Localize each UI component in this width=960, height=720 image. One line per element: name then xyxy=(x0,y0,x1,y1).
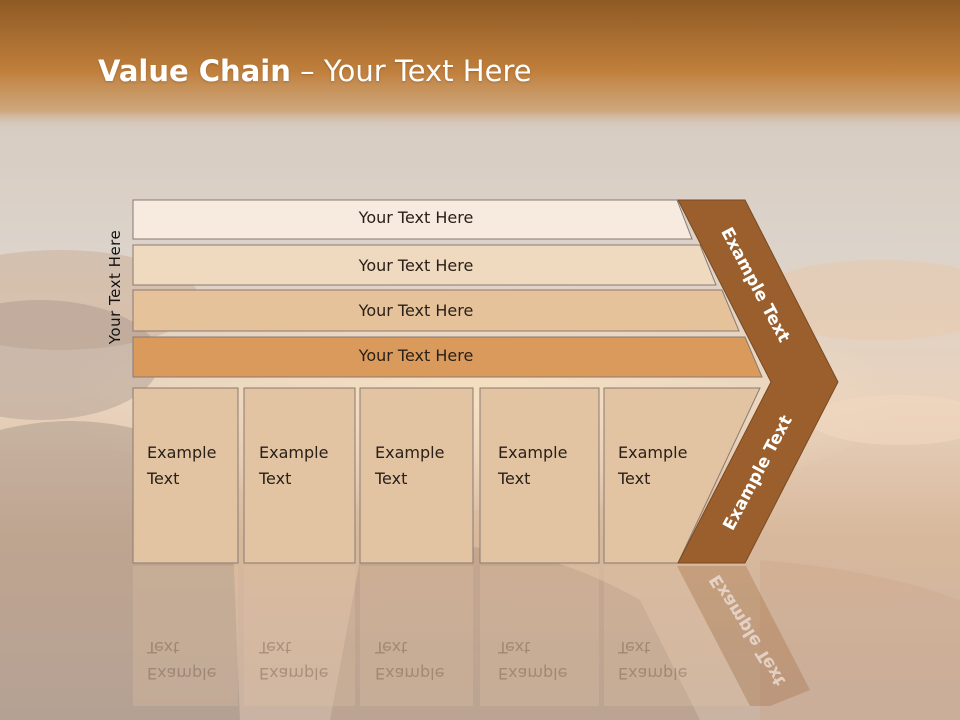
column-4-reflection-line1: Example xyxy=(498,664,568,683)
column-2-line2: Text xyxy=(259,469,292,488)
column-4-reflection-line2: Text xyxy=(498,638,531,657)
title-normal: Your Text Here xyxy=(323,54,532,88)
column-1-shape xyxy=(132,387,239,564)
column-5-reflection-line2: Text xyxy=(618,638,651,657)
column-1-reflection-line2: Text xyxy=(147,638,180,657)
bar-4-label: Your Text Here xyxy=(358,346,474,365)
column-3-reflection: Example Text xyxy=(375,634,475,686)
slide-title: Value Chain – Your Text Here xyxy=(98,54,532,88)
column-2-reflection-line1: Example xyxy=(259,664,329,683)
bar-3-shape xyxy=(132,289,740,332)
column-5-reflection-line1: Example xyxy=(618,664,688,683)
column-3-line1: Example xyxy=(375,443,445,462)
column-4-line1: Example xyxy=(498,443,568,462)
column-2-reflection: Example Text xyxy=(259,634,359,686)
column-1-line1: Example xyxy=(147,443,217,462)
column-3-line2: Text xyxy=(375,469,408,488)
column-2-label: Example Text xyxy=(259,440,359,492)
column-4-line2: Text xyxy=(498,469,531,488)
column-5-label: Example Text xyxy=(618,440,718,492)
column-1-line2: Text xyxy=(147,469,180,488)
column-5-line1: Example xyxy=(618,443,688,462)
title-separator: – xyxy=(290,54,324,88)
column-1-reflection: Example Text xyxy=(147,634,247,686)
column-5-reflection: Example Text xyxy=(618,634,718,686)
column-3-reflection-line2: Text xyxy=(375,638,408,657)
column-1-label: Example Text xyxy=(147,440,247,492)
bar-1-shape xyxy=(132,199,693,240)
column-4-reflection: Example Text xyxy=(498,634,598,686)
title-bold: Value Chain xyxy=(98,54,291,88)
bar-3-label: Your Text Here xyxy=(358,301,474,320)
column-3-reflection-line1: Example xyxy=(375,664,445,683)
column-3-shape xyxy=(359,387,474,564)
bar-2-label: Your Text Here xyxy=(358,256,474,275)
column-2-shape xyxy=(243,387,356,564)
column-2-reflection-line2: Text xyxy=(259,638,292,657)
column-1-reflection-line1: Example xyxy=(147,664,217,683)
bar-2-shape xyxy=(132,244,717,286)
column-2-line1: Example xyxy=(259,443,329,462)
column-4-shape xyxy=(479,387,600,564)
bar-1-label: Your Text Here xyxy=(358,208,474,227)
column-3-label: Example Text xyxy=(375,440,475,492)
column-5-line2: Text xyxy=(618,469,651,488)
chevron-arrow xyxy=(677,199,839,564)
bar-4-shape xyxy=(132,336,763,378)
column-4-label: Example Text xyxy=(498,440,598,492)
